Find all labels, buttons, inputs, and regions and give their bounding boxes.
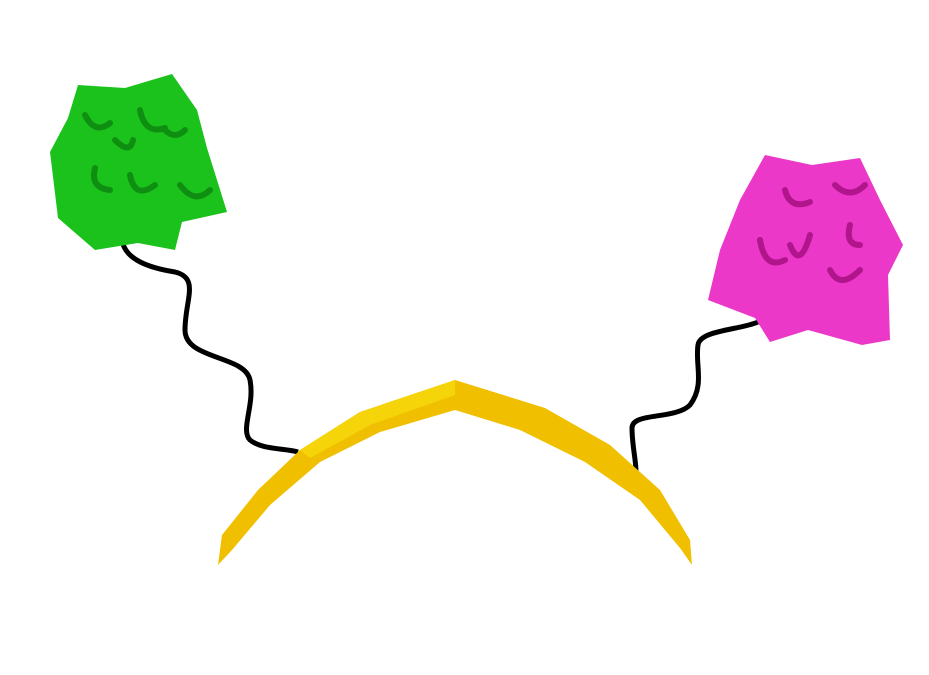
right-pompom-pattern bbox=[757, 182, 868, 283]
left-pompom bbox=[50, 74, 227, 250]
headband-highlight bbox=[300, 380, 455, 458]
left-pompom-pattern bbox=[82, 107, 213, 200]
left-wire bbox=[119, 239, 299, 455]
headband bbox=[218, 380, 692, 565]
right-wire bbox=[629, 319, 760, 473]
